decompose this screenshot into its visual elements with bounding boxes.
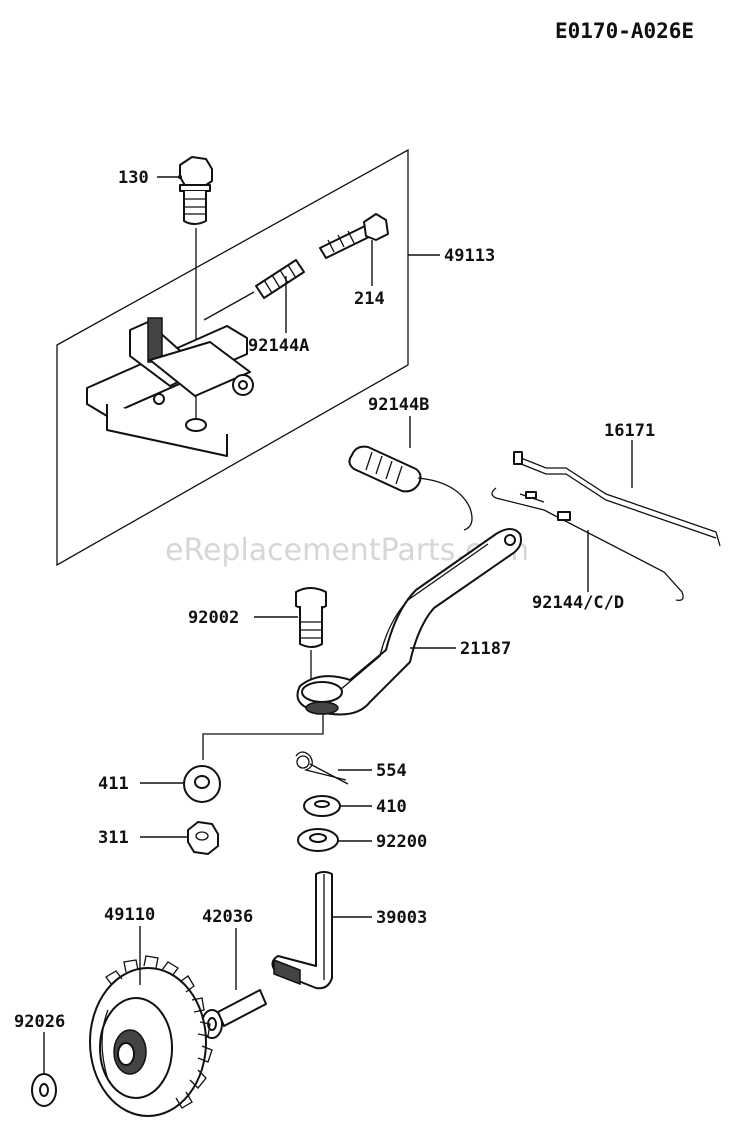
callout-410: 410 [376, 797, 407, 817]
lever-arm-21187 [202, 528, 522, 760]
shaft-39003 [271, 871, 333, 990]
callout-92002: 92002 [188, 608, 239, 628]
callout-92144a: 92144A [248, 336, 309, 356]
nut-311 [187, 821, 219, 855]
screw-214 [319, 213, 389, 259]
bracket-assembly-panel [56, 148, 409, 567]
callout-42036: 42036 [202, 907, 253, 927]
callout-labels: 130 49113 214 92144A 92144B 16171 92144/… [14, 168, 655, 1032]
washer-92026 [31, 1073, 57, 1107]
callout-49110: 49110 [104, 905, 155, 925]
washer-411 [183, 765, 221, 803]
callout-92144cd: 92144/C/D [532, 593, 624, 613]
callout-92144b: 92144B [368, 395, 429, 415]
callout-92026: 92026 [14, 1012, 65, 1032]
clip-554 [295, 751, 349, 785]
spring-92144b [348, 445, 473, 531]
callout-411: 411 [98, 774, 129, 794]
callout-311: 311 [98, 828, 129, 848]
diagram-code: E0170-A026E [555, 19, 694, 43]
callout-49113: 49113 [444, 246, 495, 266]
bolt-92002 [295, 587, 327, 680]
pin-42036 [201, 989, 267, 1039]
callout-130: 130 [118, 168, 149, 188]
washer-410 [303, 795, 341, 817]
leader-lines [43, 175, 633, 1074]
spring-92144cd [491, 487, 684, 601]
gear-49110 [89, 955, 213, 1117]
bolt-130 [179, 156, 213, 420]
bracket-plate [86, 317, 254, 457]
spring-92144a [203, 259, 305, 321]
callout-92200: 92200 [376, 832, 427, 852]
callout-554: 554 [376, 761, 407, 781]
callout-214: 214 [354, 289, 385, 309]
washer-92200 [297, 828, 339, 852]
callout-21187: 21187 [460, 639, 511, 659]
callout-16171: 16171 [604, 421, 655, 441]
rod-16171 [513, 451, 721, 547]
callout-39003: 39003 [376, 908, 427, 928]
